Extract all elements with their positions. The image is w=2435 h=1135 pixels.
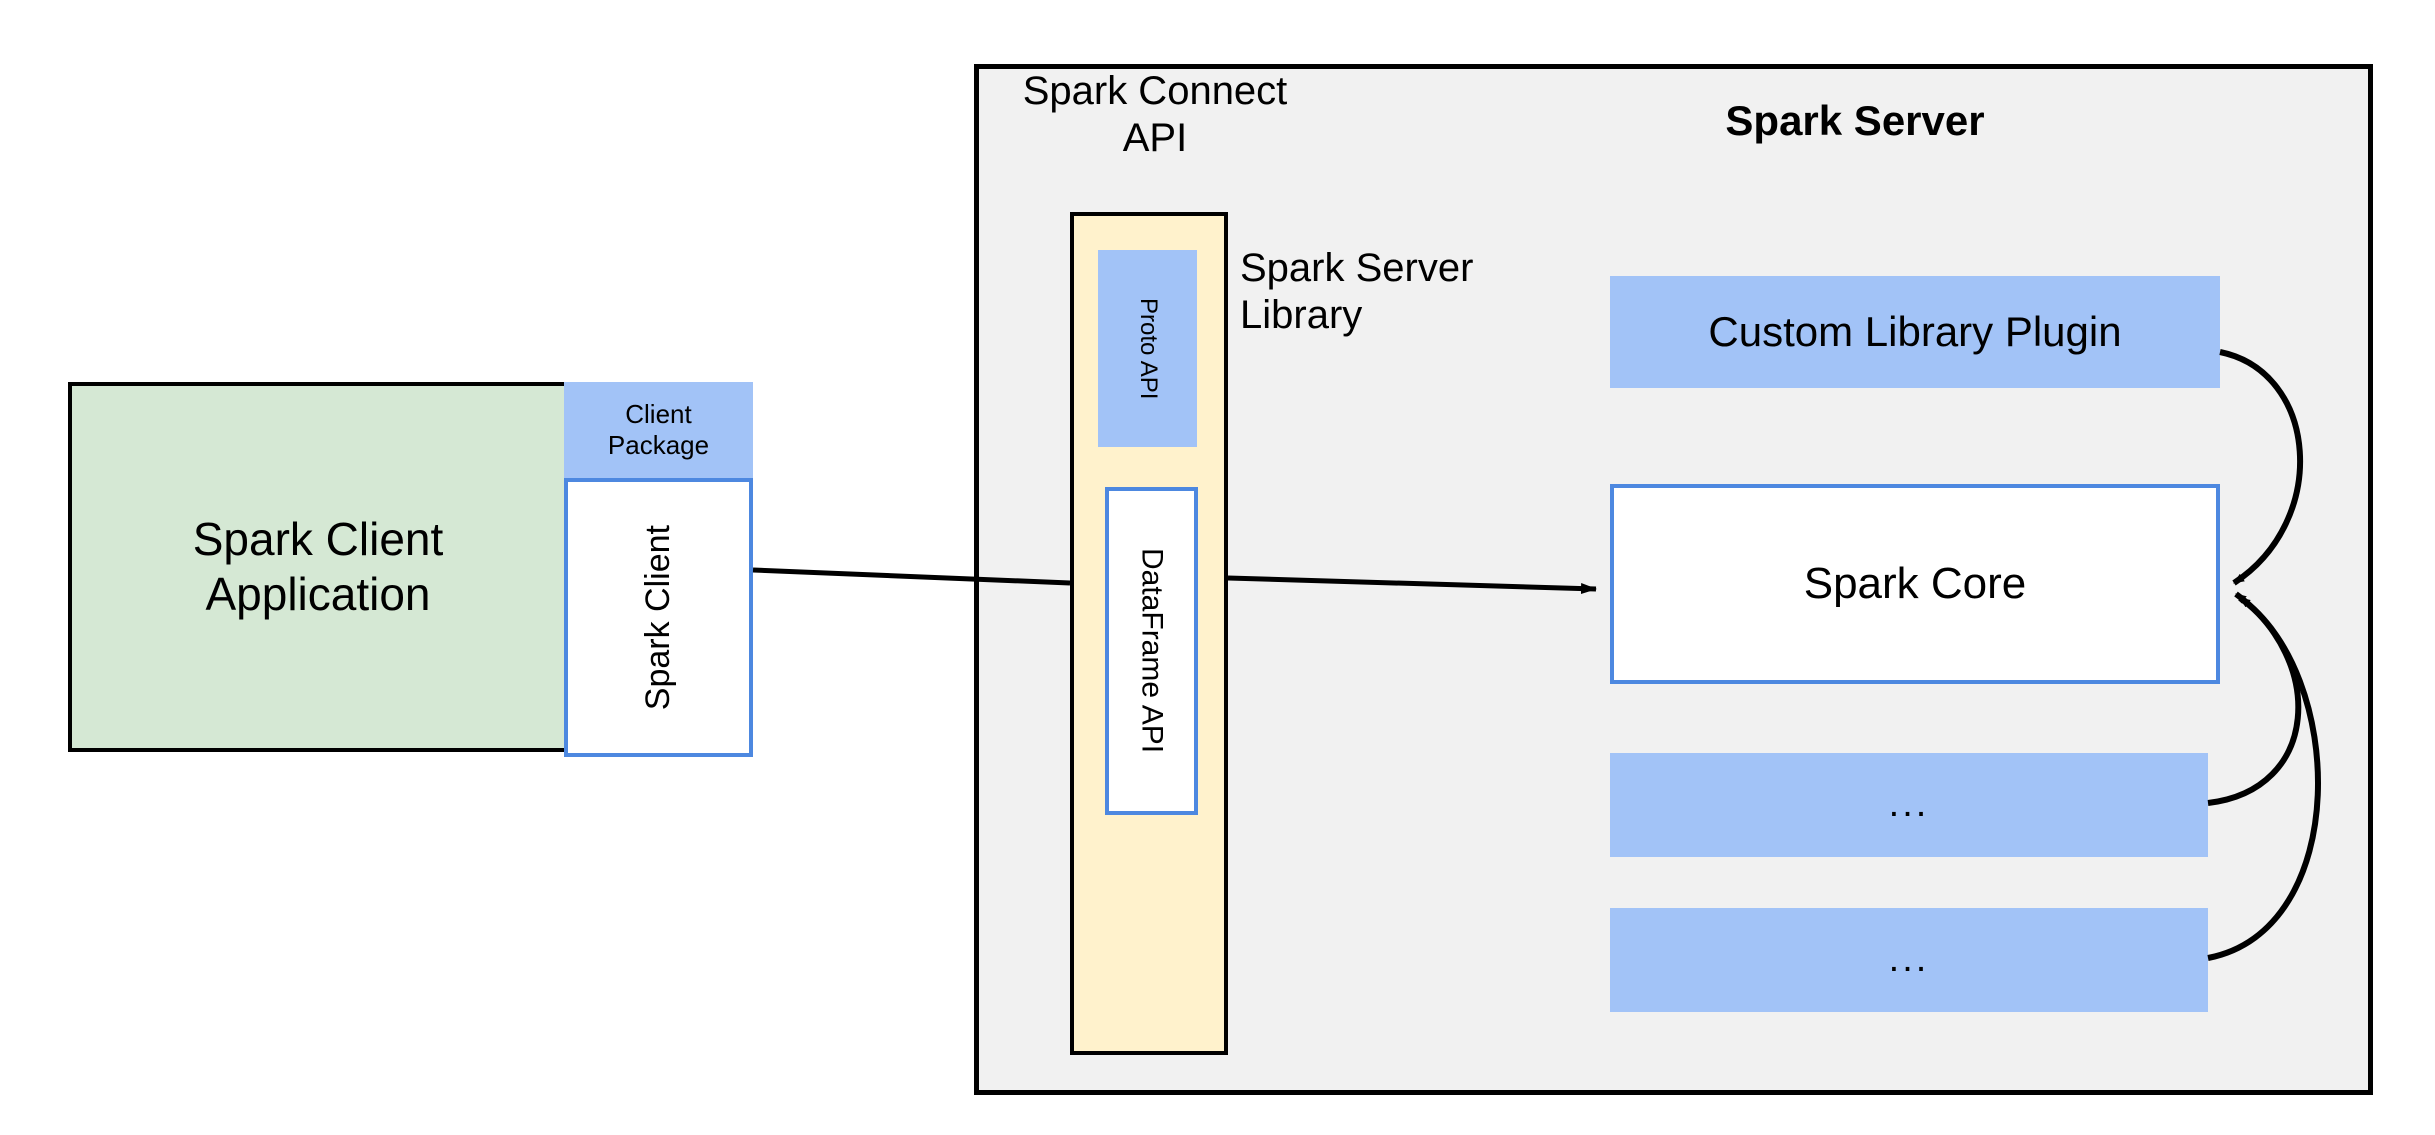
spark-connect-api-label: Spark Connect API [1022, 69, 1288, 161]
spark-server-library-label: Spark Server Library [1240, 246, 1474, 338]
client-package-box[interactable]: Client Package [564, 382, 753, 478]
placeholder-label-2: ... [1888, 938, 1930, 981]
custom-library-plugin-label: Custom Library Plugin [1708, 307, 2122, 355]
spark-core-label: Spark Core [1803, 558, 2027, 608]
spark-client-label: Spark Client [639, 524, 678, 711]
placeholder-component-box-1[interactable]: ... [1610, 753, 2208, 857]
spark-core-box[interactable]: Spark Core [1610, 484, 2220, 684]
spark-client-application-label: Spark Client Application [192, 512, 444, 620]
dataframe-api-label: DataFrame API [1135, 548, 1169, 754]
dataframe-api-box[interactable]: DataFrame API [1105, 487, 1198, 815]
client-package-label: Client Package [607, 398, 710, 460]
custom-library-plugin-box[interactable]: Custom Library Plugin [1610, 276, 2220, 388]
placeholder-component-box-2[interactable]: ... [1610, 908, 2208, 1012]
placeholder-label-1: ... [1888, 783, 1930, 826]
spark-client-application-box[interactable]: Spark Client Application [68, 382, 568, 752]
proto-api-box[interactable]: Proto API [1098, 250, 1197, 447]
spark-client-box[interactable]: Spark Client [564, 478, 753, 757]
spark-server-title: Spark Server [1725, 97, 1985, 144]
proto-api-label: Proto API [1134, 297, 1162, 400]
